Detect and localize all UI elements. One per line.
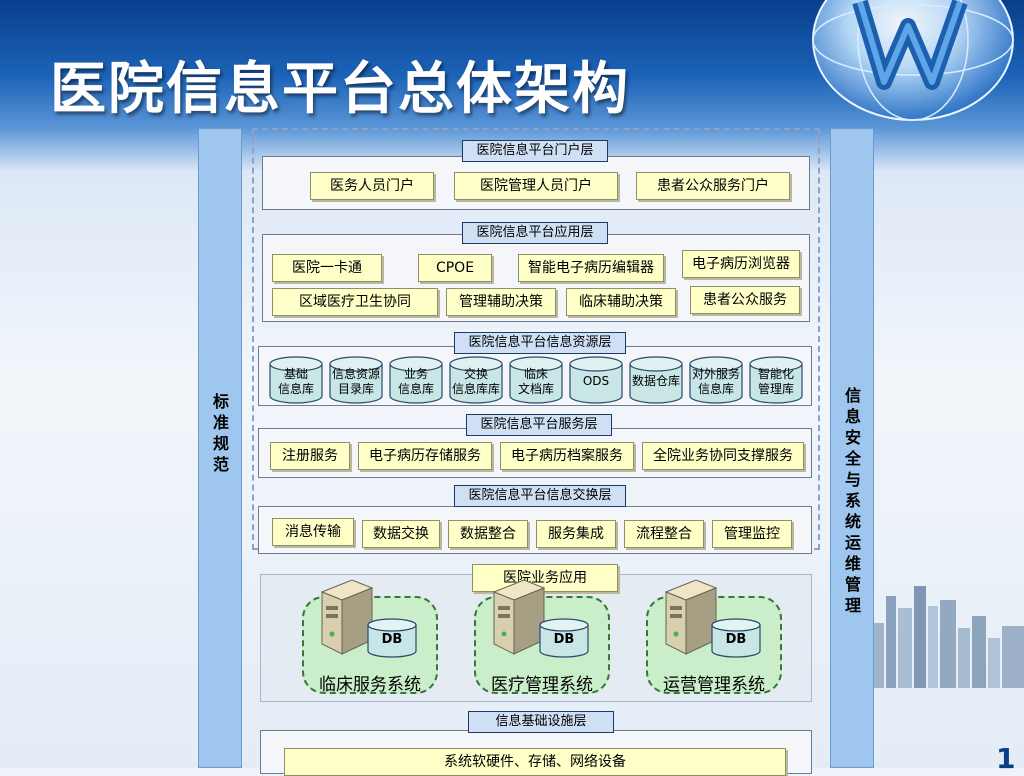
resource-layer-label: 医院信息平台信息资源层: [454, 332, 626, 354]
server-icon: [318, 578, 376, 656]
service-item: 注册服务: [270, 442, 350, 470]
db-label: DB: [725, 632, 747, 647]
service-item: 电子病历档案服务: [500, 442, 634, 470]
city-skyline-decoration: [872, 586, 1024, 688]
security-ops-sidebar-label: 信 息 安 全 与 系 统 运 维 管 理: [844, 386, 861, 615]
resource-db-cylinder: 临床文档库: [508, 356, 564, 404]
database-icon: [710, 618, 762, 658]
resource-db-label: 信息资源目录库: [331, 367, 380, 396]
database-icon: [366, 618, 418, 658]
exchange-item: 数据交换: [362, 520, 440, 548]
resource-db-label: 临床文档库: [517, 367, 554, 396]
application-item: 电子病历浏览器: [682, 250, 800, 278]
resource-db-label: 交换信息库库: [451, 367, 500, 396]
db-label: DB: [553, 632, 575, 647]
portal-item: 医务人员门户: [310, 172, 434, 200]
resource-db-cylinder: 数据仓库: [628, 356, 684, 404]
infrastructure-item: 系统软硬件、存储、网络设备: [284, 748, 786, 776]
exchange-layer-label: 医院信息平台信息交换层: [454, 485, 626, 507]
resource-db-cylinder: 智能化管理库: [748, 356, 804, 404]
database-icon: [569, 356, 623, 404]
service-layer-label: 医院信息平台服务层: [466, 414, 612, 436]
application-item: 智能电子病历编辑器: [518, 254, 664, 282]
standards-sidebar-label: 标 准 规 范: [212, 392, 229, 474]
resource-db-cylinder: 交换信息库库: [448, 356, 504, 404]
exchange-item: 服务集成: [536, 520, 616, 548]
application-item: 患者公众服务: [690, 286, 800, 314]
database-icon: [389, 356, 443, 404]
database-icon: [449, 356, 503, 404]
resource-db-label: 基础信息库: [277, 367, 314, 396]
server-icon: [490, 578, 548, 656]
database-icon: [269, 356, 323, 404]
resource-db-label: 数据仓库: [631, 374, 680, 388]
service-item: 电子病历存储服务: [358, 442, 492, 470]
database-icon: [509, 356, 563, 404]
system-name: 运营管理系统: [663, 675, 765, 695]
exchange-item: 流程整合: [624, 520, 704, 548]
globe-logo-icon: [812, 0, 1014, 121]
resource-db-label: 智能化管理库: [757, 367, 794, 396]
database-icon: [329, 356, 383, 404]
database-icon: [749, 356, 803, 404]
database-icon: [538, 618, 590, 658]
resource-db-cylinder: 业务信息库: [388, 356, 444, 404]
exchange-item: 消息传输: [272, 518, 354, 546]
resource-db-label: 业务信息库: [397, 367, 434, 396]
service-item: 全院业务协同支撑服务: [642, 442, 804, 470]
exchange-item: 数据整合: [448, 520, 528, 548]
db-label: DB: [381, 632, 403, 647]
application-item: 医院一卡通: [272, 254, 382, 282]
resource-db-cylinder: 对外服务信息库: [688, 356, 744, 404]
security-ops-sidebar: 信 息 安 全 与 系 统 运 维 管 理: [830, 128, 874, 768]
portal-item: 医院管理人员门户: [454, 172, 618, 200]
application-item: CPOE: [418, 254, 492, 282]
application-layer-label: 医院信息平台应用层: [462, 222, 608, 244]
resource-db-label: ODS: [582, 374, 610, 388]
system-name: 临床服务系统: [319, 675, 421, 695]
application-item: 区域医疗卫生协同: [272, 288, 438, 316]
database-icon: [629, 356, 683, 404]
page-number: 1: [996, 742, 1016, 775]
application-item: 临床辅助决策: [566, 288, 676, 316]
database-icon: [689, 356, 743, 404]
resource-db-cylinder: 基础信息库: [268, 356, 324, 404]
resource-db-cylinder: ODS: [568, 356, 624, 404]
system-name: 医疗管理系统: [491, 675, 593, 695]
server-icon: [662, 578, 720, 656]
portal-layer-label: 医院信息平台门户层: [462, 140, 608, 162]
application-item: 管理辅助决策: [446, 288, 556, 316]
standards-sidebar: 标 准 规 范: [198, 128, 242, 768]
exchange-item: 管理监控: [712, 520, 792, 548]
portal-item: 患者公众服务门户: [636, 172, 790, 200]
slide-title: 医院信息平台总体架构: [50, 57, 630, 122]
infrastructure-layer-label: 信息基础设施层: [468, 711, 614, 733]
resource-db-cylinder: 信息资源目录库: [328, 356, 384, 404]
resource-db-label: 对外服务信息库: [691, 367, 740, 396]
